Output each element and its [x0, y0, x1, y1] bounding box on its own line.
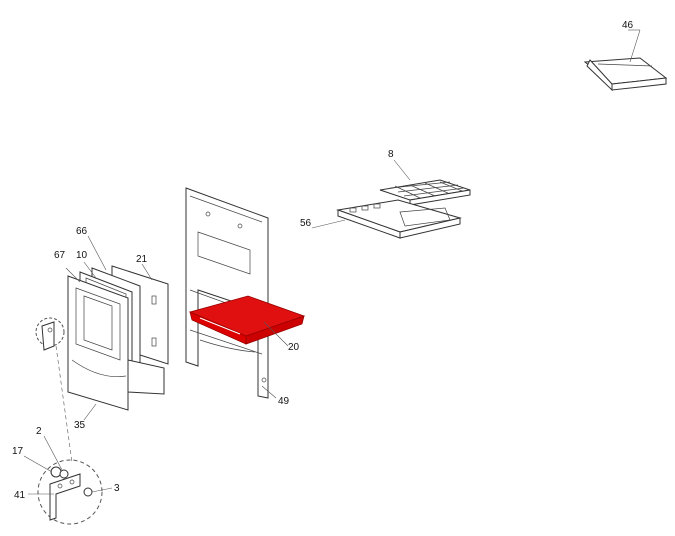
part-35[interactable] — [67, 275, 165, 411]
label-66: 66 — [76, 226, 88, 237]
label-20: 20 — [288, 342, 300, 353]
label-67: 67 — [54, 250, 66, 261]
label-17: 17 — [12, 446, 24, 457]
label-10: 10 — [76, 250, 88, 261]
part-20[interactable] — [188, 295, 306, 345]
label-49: 49 — [278, 396, 290, 407]
label-56: 56 — [300, 218, 312, 229]
label-21: 21 — [136, 254, 148, 265]
part-46[interactable] — [583, 57, 668, 92]
label-46: 46 — [622, 20, 634, 31]
label-3: 3 — [114, 483, 120, 494]
label-35: 35 — [74, 420, 86, 431]
label-8: 8 — [388, 149, 394, 160]
hinge-detail-small — [35, 317, 65, 351]
part-56[interactable] — [336, 199, 462, 239]
part-49[interactable] — [185, 187, 269, 399]
label-2: 2 — [36, 426, 42, 437]
label-41: 41 — [14, 490, 26, 501]
hinge-detail-large — [37, 459, 103, 525]
part-8[interactable] — [379, 179, 471, 206]
